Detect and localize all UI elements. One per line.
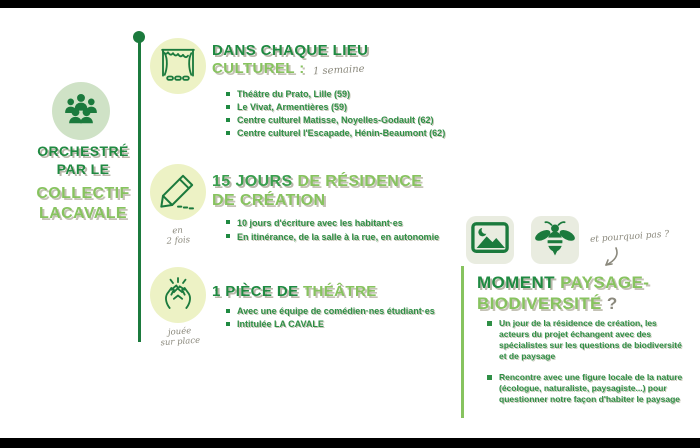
list-item: Intitulée LA CAVALE [226,318,462,331]
right-panel-title-dark: MOMENT [477,273,555,292]
curved-arrow-icon [600,246,622,275]
organizer-label-line2: PAR LE [56,161,110,177]
right-panel-bullet-list: Un jour de la résidence de création, les… [487,318,685,415]
right-panel-title-light1: PAYSAGE- [560,273,650,292]
top-frame-bar [0,0,700,8]
landscape-badge [466,216,514,264]
right-panel-title-light2: BIODIVERSITÉ [477,294,602,313]
organizer-label: ORCHESTRÉ PAR LE COLLECTIF LACAVALE [8,142,158,224]
section-residence-heading: 15 JOURS DE RÉSIDENCE DE CRÉATION [212,172,422,210]
list-item: Un jour de la résidence de création, les… [487,318,685,362]
organizer-label-line1: ORCHESTRÉ [37,143,129,159]
section-residence-badge-note: en 2 fois [166,225,191,247]
list-item: En itinérance, de la salle à la rue, en … [226,230,466,244]
theater-stage-icon [158,44,198,89]
section-piece-title-dark: 1 PIÈCE DE [212,283,299,300]
list-item: 10 jours d'écriture avec les habitant·es [226,216,466,230]
section-residence-title-light2: DE CRÉATION [212,192,326,209]
list-item: Théâtre du Prato, Lille (59) [226,88,462,101]
landscape-icon [470,218,510,263]
list-item: Centre culturel l'Escapade, Hénin-Beaumo… [226,127,462,140]
section-lieu-bullet-list: Théâtre du Prato, Lille (59) Le Vivat, A… [226,88,462,140]
right-panel-heading: MOMENT PAYSAGE- BIODIVERSITÉ ? [477,272,649,314]
list-item: Le Vivat, Armentières (59) [226,101,462,114]
bottom-frame-bar [0,438,700,448]
right-panel-annotation: et pourquoi pas ? [589,229,670,245]
applause-hands-icon [158,273,198,318]
right-panel-question-mark: ? [606,294,618,313]
section-piece-heading: 1 PIÈCE DE THÉÂTRE [212,283,377,301]
section-lieu-title-dark: DANS CHAQUE LIEU [212,42,369,59]
organizer-badge [52,82,110,140]
section-piece-bullet-list: Avec une équipe de comédien·nes étudiant… [226,305,462,331]
organizer-label-line4: LACAVALE [39,205,127,222]
section-residence-bullet-list: 10 jours d'écriture avec les habitant·es… [226,216,466,244]
bee-icon [534,217,576,264]
people-group-icon [62,90,100,133]
organizer-label-line3: COLLECTIF [36,185,130,202]
bee-badge [531,216,579,264]
section-residence-title-light1: DE RÉSIDENCE [297,173,423,190]
list-item: Rencontre avec une figure locale de la n… [487,372,685,405]
section-residence-title-dark: 15 JOURS [212,173,293,190]
section-piece-badge-note: jouée sur place [160,326,201,349]
section-lieu-badge [150,38,206,94]
section-piece-badge [150,267,206,323]
section-residence-badge [150,164,206,220]
pencil-icon [158,170,198,215]
list-item: Avec une équipe de comédien·nes étudiant… [226,305,462,318]
section-lieu-heading: DANS CHAQUE LIEU CULTUREL :1 semaine [212,42,368,80]
section-piece-title-light: THÉÂTRE [302,283,377,300]
section-lieu-title-light: CULTUREL :1 semaine [212,60,368,80]
timeline-line [138,40,141,342]
timeline-start-dot [133,31,145,43]
list-item: Centre culturel Matisse, Noyelles-Godaul… [226,114,462,127]
right-panel-line [461,266,464,418]
section-lieu-annotation: 1 semaine [312,63,365,78]
